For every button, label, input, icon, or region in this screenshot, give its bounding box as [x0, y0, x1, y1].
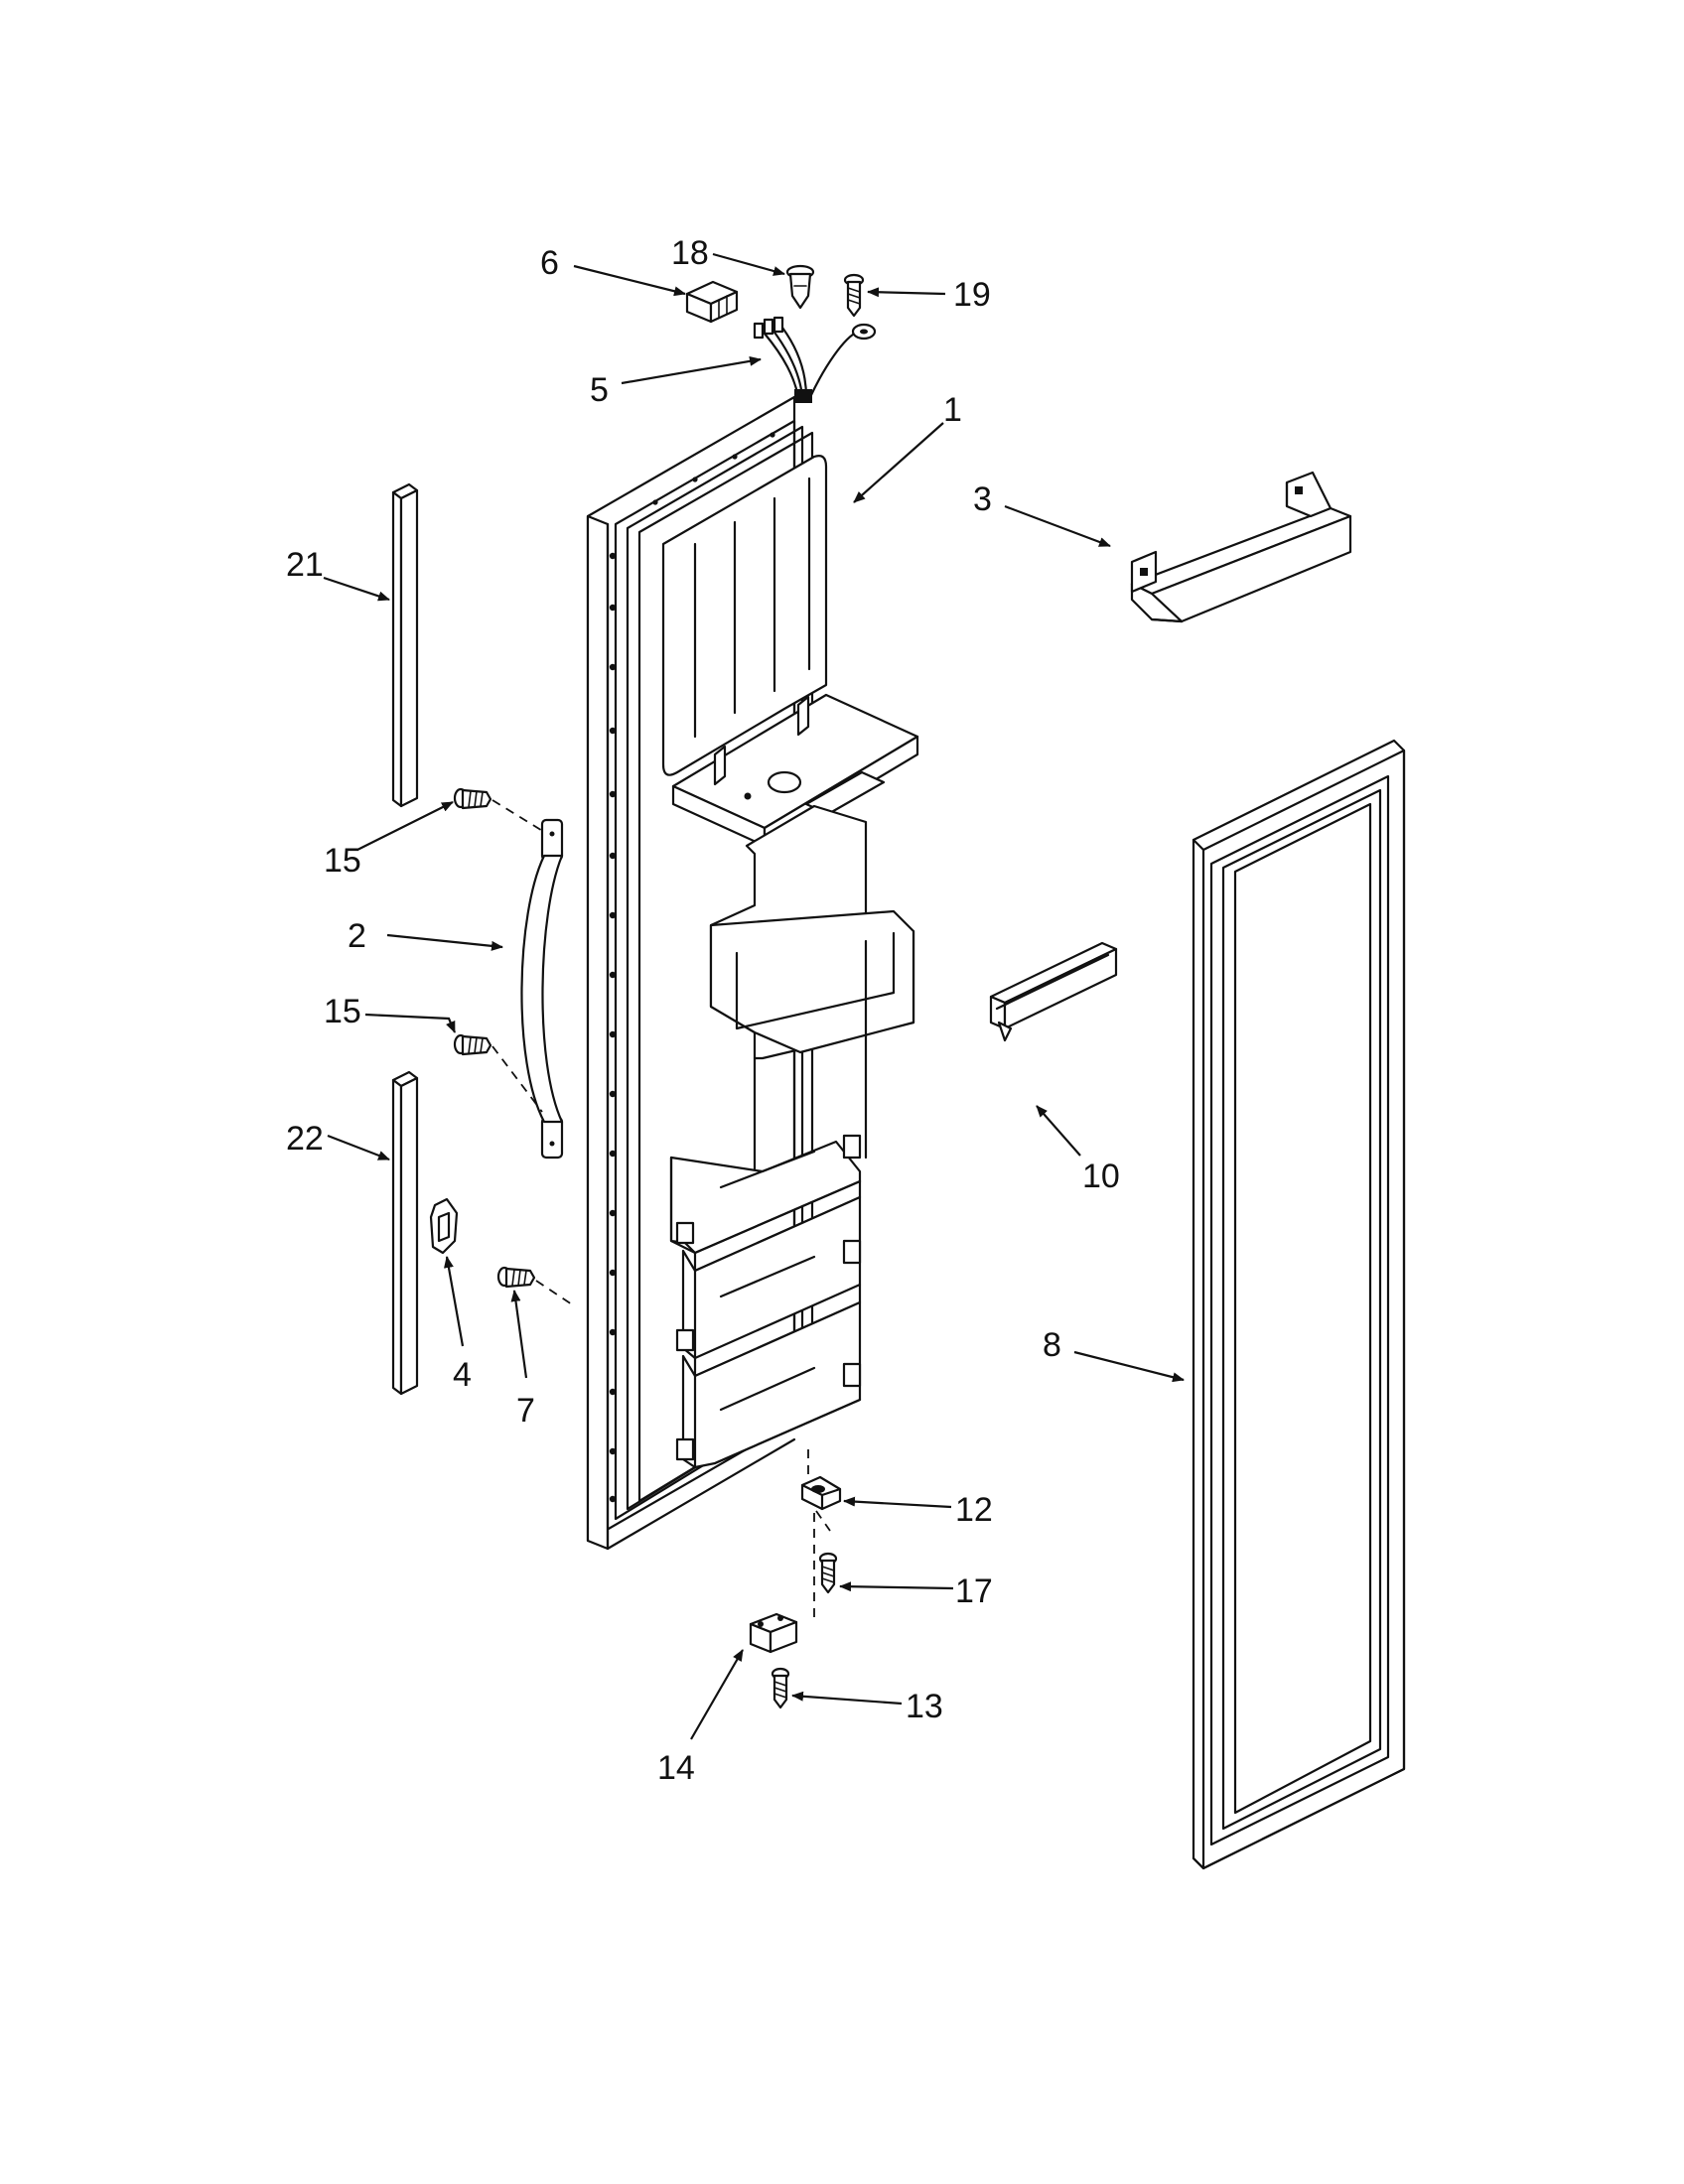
screw-7 [496, 1266, 573, 1305]
callout-19: 19 [953, 276, 991, 314]
callout-labels: 1 2 3 4 5 6 7 8 10 12 13 14 15 15 17 18 … [286, 234, 1120, 1787]
screw-17 [813, 1513, 838, 1618]
screw-13 [771, 1667, 790, 1709]
hinge-bracket [749, 1612, 798, 1654]
trim-strip [989, 941, 1118, 1042]
callout-6: 6 [540, 244, 559, 282]
callout-13: 13 [906, 1688, 943, 1725]
door-rivets [609, 432, 775, 1503]
trim-strip-21 [391, 482, 419, 808]
callout-15-lower: 15 [324, 993, 361, 1030]
screw-15-upper [453, 787, 545, 833]
connector-block [685, 280, 739, 324]
callout-3: 3 [973, 480, 992, 518]
callout-18: 18 [671, 234, 709, 272]
callout-7: 7 [516, 1392, 535, 1430]
callout-21: 21 [286, 546, 324, 584]
door-bins [669, 1134, 862, 1469]
callout-10: 10 [1082, 1158, 1120, 1195]
clip-4 [429, 1197, 459, 1255]
push-fastener [785, 264, 815, 310]
screw-19 [843, 273, 865, 318]
callout-4: 4 [453, 1356, 472, 1394]
wire-harness [753, 316, 877, 403]
callout-8: 8 [1043, 1326, 1061, 1364]
door-gasket [1192, 739, 1406, 1870]
callout-12: 12 [955, 1491, 993, 1529]
callout-5: 5 [590, 371, 609, 409]
door-handle [520, 818, 564, 1160]
callout-14: 14 [657, 1749, 695, 1787]
callout-2: 2 [348, 917, 366, 955]
hinge-bushing [800, 1449, 842, 1532]
callout-22: 22 [286, 1120, 324, 1158]
callout-1: 1 [943, 391, 962, 429]
callout-17: 17 [955, 1572, 993, 1610]
screw-15-lower [453, 1033, 543, 1113]
shelf-bar [1130, 471, 1352, 623]
trim-strip-22 [391, 1070, 419, 1396]
door-panel [586, 395, 919, 1551]
callout-15-upper: 15 [324, 842, 361, 880]
leader-lines [323, 252, 1185, 1740]
